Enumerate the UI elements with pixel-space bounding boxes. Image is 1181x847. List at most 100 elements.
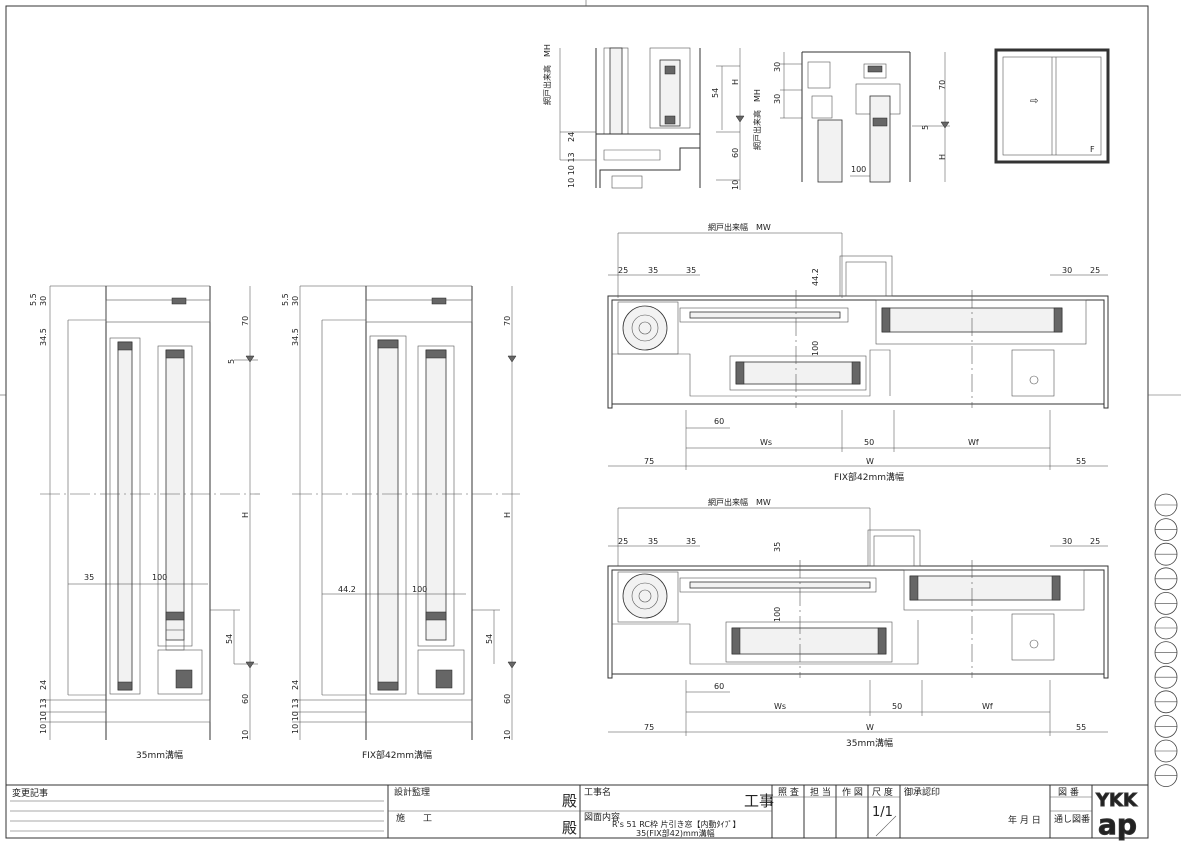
- svg-text:34.5: 34.5: [39, 328, 48, 346]
- svg-text:H: H: [731, 79, 740, 85]
- svg-text:55: 55: [1076, 723, 1086, 732]
- svg-text:Ws: Ws: [760, 438, 772, 447]
- svg-text:35: 35: [648, 537, 658, 546]
- drawing-content-label: 図面内容: [584, 811, 620, 823]
- svg-text:30: 30: [773, 94, 782, 104]
- svg-text:5: 5: [227, 359, 236, 364]
- svg-text:24: 24: [291, 680, 300, 690]
- svg-text:70: 70: [938, 80, 947, 90]
- svg-text:55: 55: [1076, 457, 1086, 466]
- svg-text:50: 50: [864, 438, 874, 447]
- svg-text:35: 35: [773, 542, 782, 552]
- plan-fix42mm: 網戸出来幅 MW 25 35 35 30 25 44.2 100: [607, 222, 1109, 483]
- design-supervision-label: 設計監理: [394, 786, 430, 798]
- svg-text:10 10 13: 10 10 13: [567, 152, 576, 188]
- scale-value: 1/1: [872, 805, 893, 820]
- svg-text:44.2: 44.2: [811, 268, 820, 286]
- svg-text:網戸出来幅 MW: 網戸出来幅 MW: [708, 222, 771, 232]
- detail-top-middle: 30 30 網戸出来高 MH 70 5 H 100: [752, 51, 950, 183]
- svg-text:34.5: 34.5: [291, 328, 300, 346]
- svg-text:Wf: Wf: [968, 438, 979, 447]
- svg-text:60: 60: [731, 148, 740, 158]
- svg-text:W: W: [866, 723, 874, 732]
- svg-text:30: 30: [1062, 537, 1072, 546]
- svg-text:70: 70: [241, 316, 250, 326]
- svg-text:54: 54: [711, 88, 720, 98]
- svg-text:44.2: 44.2: [338, 585, 356, 594]
- plan-35mm: 網戸出来幅 MW 25 35 35 30 25 35 100 60: [607, 497, 1109, 749]
- svg-text:60: 60: [714, 682, 724, 691]
- window-icon: ⇨ F: [994, 48, 1110, 164]
- svg-text:35: 35: [84, 573, 94, 582]
- svg-text:100: 100: [152, 573, 167, 582]
- svg-text:殿: 殿: [562, 792, 577, 810]
- detail-top-left: 網戸出来高 MH H 54 24 60 10 10 10 13: [542, 44, 745, 190]
- arrow-right-icon: ⇨: [1030, 96, 1038, 107]
- svg-text:10: 10: [241, 730, 250, 740]
- svg-text:網戸出来高 MH: 網戸出来高 MH: [752, 89, 762, 150]
- svg-text:25: 25: [1090, 266, 1100, 275]
- svg-text:10 10 13: 10 10 13: [39, 698, 48, 734]
- svg-text:H: H: [938, 154, 947, 160]
- construction-label: 施 工: [396, 812, 432, 824]
- svg-text:50: 50: [892, 702, 902, 711]
- project-suffix: 工事: [744, 792, 774, 810]
- change-record-label: 変更記事: [12, 787, 48, 799]
- svg-text:年 月 日: 年 月 日: [1008, 814, 1041, 826]
- svg-text:F: F: [1090, 145, 1095, 154]
- svg-text:100: 100: [851, 165, 866, 174]
- svg-text:30: 30: [39, 296, 48, 306]
- section-fix42mm: 5.5 30 34.5 70 H 44.2 100 54 24 60 10 10…: [281, 285, 520, 761]
- svg-text:25: 25: [618, 537, 628, 546]
- svg-text:Ws: Ws: [774, 702, 786, 711]
- svg-text:御承認印: 御承認印: [904, 786, 940, 798]
- svg-text:100: 100: [412, 585, 427, 594]
- svg-text:35: 35: [648, 266, 658, 275]
- svg-text:70: 70: [503, 316, 512, 326]
- title-block: 変更記事 設計監理 施 工 殿 殿 工事名 工事 図面内容 R's 51 RC枠…: [6, 784, 1148, 841]
- ykk-logo: YKK: [1095, 790, 1138, 811]
- svg-text:60: 60: [503, 694, 512, 704]
- svg-text:54: 54: [225, 634, 234, 644]
- svg-text:図 番: 図 番: [1058, 786, 1079, 798]
- ap-logo: ap: [1098, 808, 1137, 841]
- svg-text:35: 35: [686, 266, 696, 275]
- svg-text:10 10 13: 10 10 13: [291, 698, 300, 734]
- drawing-content-line2: 35(FIX部42)mm溝幅: [636, 828, 715, 838]
- svg-text:30: 30: [1062, 266, 1072, 275]
- svg-text:54: 54: [485, 634, 494, 644]
- svg-text:25: 25: [618, 266, 628, 275]
- svg-text:5.5: 5.5: [29, 293, 38, 306]
- svg-text:10: 10: [731, 180, 740, 190]
- svg-text:尺 度: 尺 度: [872, 786, 893, 798]
- svg-text:10: 10: [503, 730, 512, 740]
- label-mh: 網戸出来高 MH: [542, 44, 552, 105]
- svg-text:照 査: 照 査: [778, 786, 799, 798]
- project-name-label: 工事名: [584, 786, 611, 798]
- svg-text:W: W: [866, 457, 874, 466]
- svg-text:100: 100: [811, 341, 820, 356]
- svg-text:担 当: 担 当: [810, 786, 831, 798]
- svg-text:24: 24: [567, 132, 576, 142]
- svg-text:60: 60: [714, 417, 724, 426]
- caption-35mm: 35mm溝幅: [136, 749, 183, 761]
- svg-text:100: 100: [773, 607, 782, 622]
- revision-circles: [1154, 493, 1178, 787]
- svg-text:H: H: [241, 512, 250, 518]
- sheet-border: [5, 5, 1149, 839]
- svg-text:殿: 殿: [562, 819, 577, 837]
- section-35mm: 5.5 30 34.5 70 5 H 35 100 54 24 60 10 10…: [29, 285, 260, 761]
- svg-text:5: 5: [921, 125, 930, 130]
- svg-text:60: 60: [241, 694, 250, 704]
- svg-text:25: 25: [1090, 537, 1100, 546]
- caption-plan-35mm: 35mm溝幅: [846, 737, 893, 749]
- svg-text:75: 75: [644, 457, 654, 466]
- svg-text:作 図: 作 図: [842, 786, 863, 798]
- svg-text:30: 30: [773, 62, 782, 72]
- svg-text:Wf: Wf: [982, 702, 993, 711]
- svg-text:網戸出来幅 MW: 網戸出来幅 MW: [708, 497, 771, 507]
- svg-text:30: 30: [291, 296, 300, 306]
- svg-text:通し図番: 通し図番: [1054, 813, 1090, 825]
- svg-text:35: 35: [686, 537, 696, 546]
